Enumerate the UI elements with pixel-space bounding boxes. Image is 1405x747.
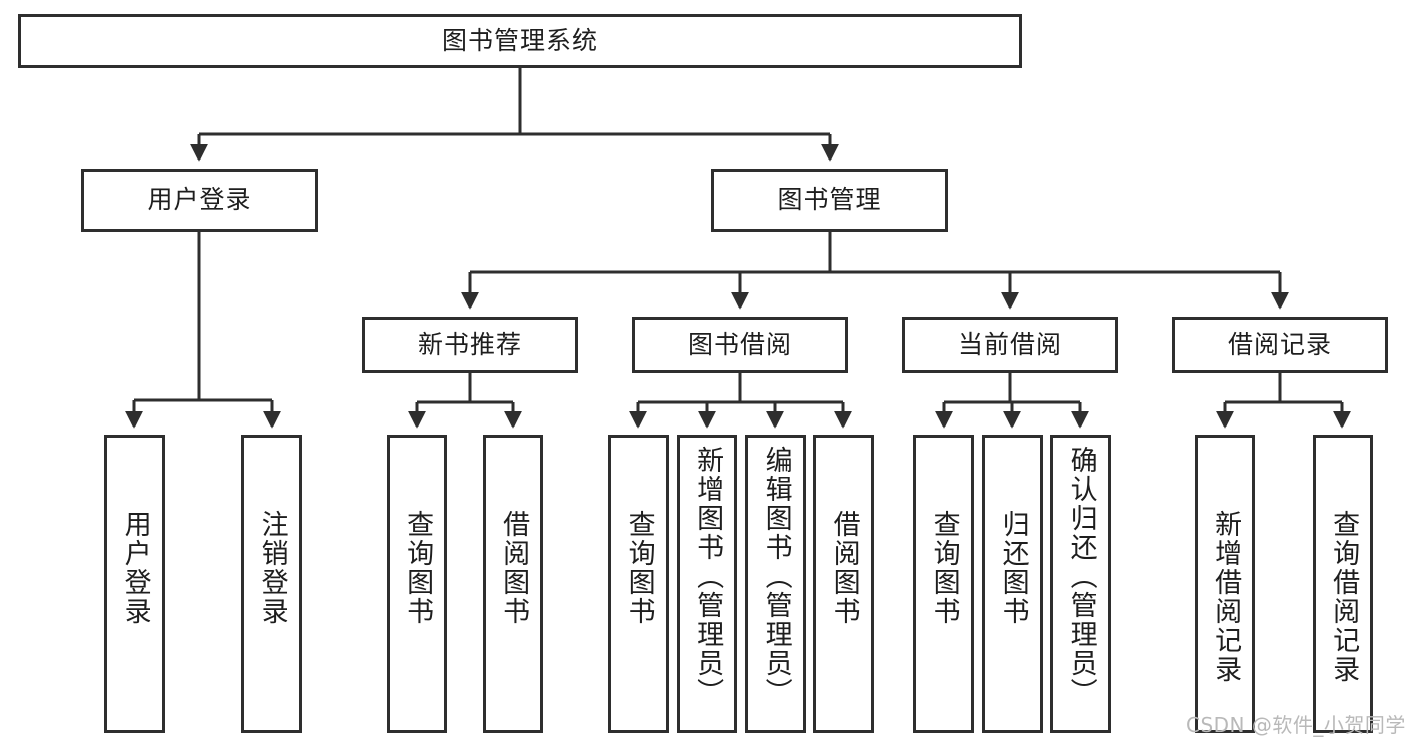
node-root-label: 图书管理系统 [441, 25, 598, 55]
leaf-logout[interactable]: 注销登录 [241, 435, 302, 733]
leaf-user-login[interactable]: 用户登录 [104, 435, 165, 733]
leaf-return-book[interactable]: 归还图书 [982, 435, 1043, 733]
leaf-confirm-return-admin[interactable]: 确认归还（管理员） [1050, 435, 1111, 733]
leaf-query-book-borrow-label: 查询图书 [623, 510, 655, 626]
node-new-book-recommend-label: 新书推荐 [417, 329, 522, 359]
leaf-query-book-borrow[interactable]: 查询图书 [608, 435, 669, 733]
node-book-management-label: 图书管理 [777, 185, 882, 215]
leaf-edit-book-admin-label: 编辑图书（管理员） [760, 446, 792, 707]
leaf-query-book-current[interactable]: 查询图书 [913, 435, 974, 733]
node-current-borrow-label: 当前借阅 [957, 329, 1062, 359]
leaf-query-book-current-label: 查询图书 [928, 510, 960, 626]
node-user-login[interactable]: 用户登录 [81, 169, 318, 232]
leaf-borrow-book[interactable]: 借阅图书 [813, 435, 874, 733]
leaf-query-book-recommend[interactable]: 查询图书 [387, 435, 447, 733]
node-new-book-recommend[interactable]: 新书推荐 [362, 317, 578, 373]
csdn-watermark: CSDN @软件_小贺同学 [1186, 713, 1405, 737]
node-root[interactable]: 图书管理系统 [18, 14, 1022, 68]
node-borrow-record-label: 借阅记录 [1227, 329, 1332, 359]
leaf-confirm-return-admin-label: 确认归还（管理员） [1065, 446, 1097, 707]
leaf-add-book-admin-label: 新增图书（管理员） [692, 446, 724, 707]
leaf-edit-book-admin[interactable]: 编辑图书（管理员） [745, 435, 806, 733]
node-book-borrow[interactable]: 图书借阅 [632, 317, 848, 373]
leaf-return-book-label: 归还图书 [997, 510, 1029, 626]
leaf-borrow-book-recommend-label: 借阅图书 [498, 510, 530, 626]
leaf-query-book-recommend-label: 查询图书 [402, 510, 434, 626]
node-borrow-record[interactable]: 借阅记录 [1172, 317, 1388, 373]
node-book-borrow-label: 图书借阅 [687, 329, 792, 359]
leaf-add-book-admin[interactable]: 新增图书（管理员） [677, 435, 737, 733]
leaf-add-borrow-record[interactable]: 新增借阅记录 [1195, 435, 1255, 733]
leaf-query-borrow-record[interactable]: 查询借阅记录 [1313, 435, 1373, 733]
leaf-user-login-label: 用户登录 [119, 510, 151, 626]
leaf-borrow-book-recommend[interactable]: 借阅图书 [483, 435, 543, 733]
leaf-query-borrow-record-label: 查询借阅记录 [1328, 510, 1360, 684]
node-book-management[interactable]: 图书管理 [711, 169, 948, 232]
node-user-login-label: 用户登录 [147, 185, 252, 215]
leaf-add-borrow-record-label: 新增借阅记录 [1210, 510, 1242, 684]
node-current-borrow[interactable]: 当前借阅 [902, 317, 1118, 373]
leaf-borrow-book-label: 借阅图书 [828, 510, 860, 626]
leaf-logout-label: 注销登录 [256, 510, 288, 626]
